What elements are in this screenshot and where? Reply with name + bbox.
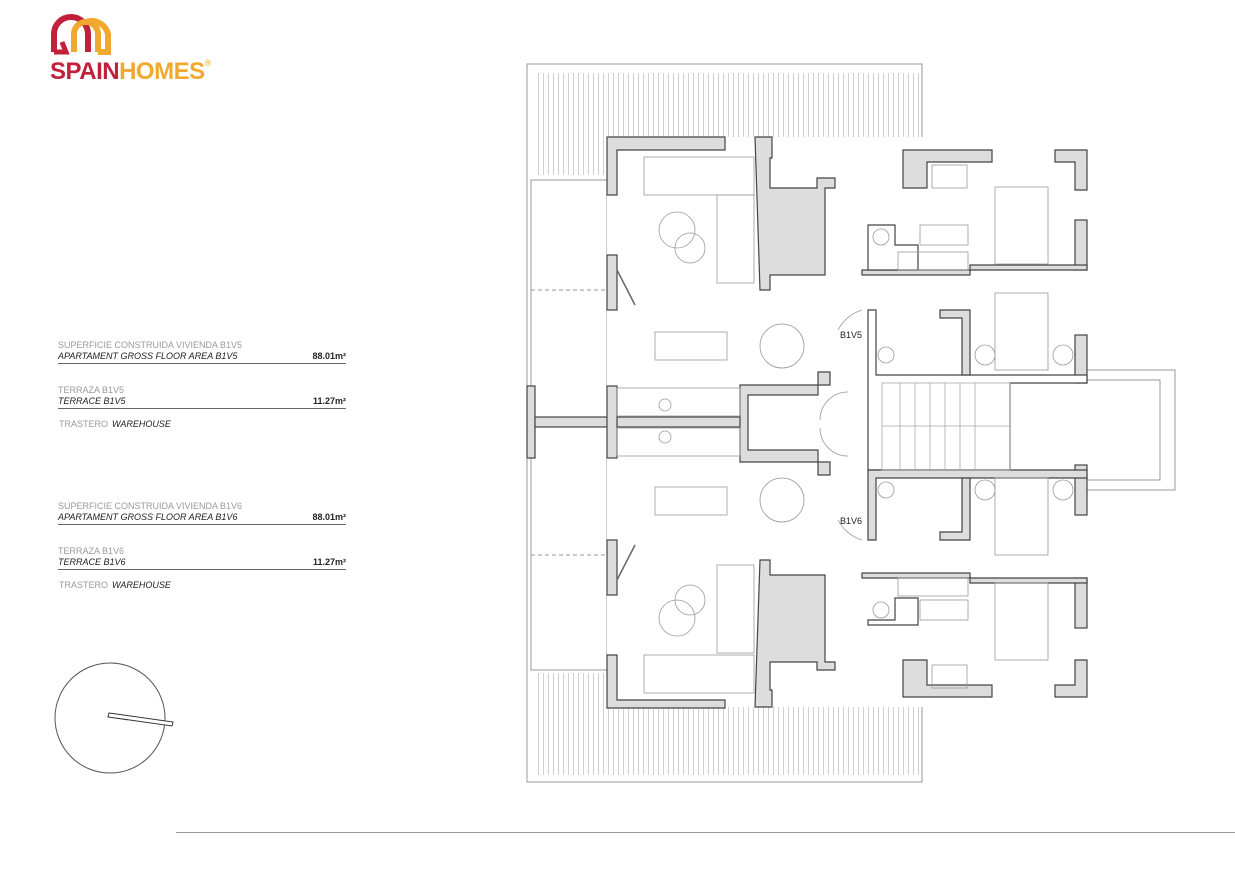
area-value: 11.27m²	[312, 557, 346, 567]
furniture	[616, 156, 1074, 694]
arch-logo-icon	[51, 14, 111, 55]
area-value: 88.01m²	[312, 351, 346, 361]
unit-label-b1v6: B1V6	[840, 516, 863, 526]
staircase	[881, 382, 1011, 471]
footer-divider	[176, 832, 1235, 833]
unit-label-b1v5: B1V5	[840, 330, 863, 340]
area-gross-b1v5: SUPERFICIE CONSTRUIDA VIVIENDA B1V5 APAR…	[58, 340, 346, 364]
area-gross-b1v6: SUPERFICIE CONSTRUIDA VIVIENDA B1V6 APAR…	[58, 501, 346, 525]
north-arrow-icon	[54, 662, 174, 774]
logo-wordmark: SPAINHOMES®	[50, 58, 211, 85]
area-value: 88.01m²	[312, 512, 346, 522]
spainhomes-logo: SPAINHOMES®	[50, 12, 250, 85]
walls	[526, 136, 1088, 709]
area-value: 11.27m²	[312, 396, 346, 406]
